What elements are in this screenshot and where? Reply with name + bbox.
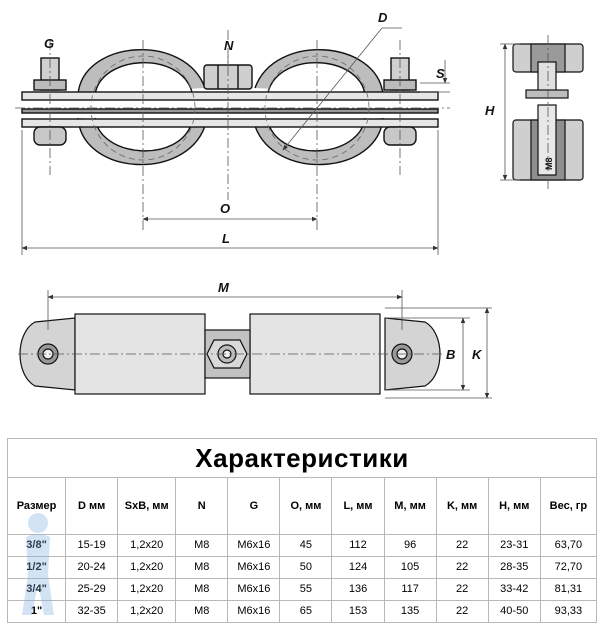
header-k: K, мм	[435, 477, 489, 535]
table-cell: 93,33	[539, 600, 598, 623]
label-d: D	[378, 10, 388, 25]
table-cell: 55	[279, 578, 333, 601]
header-l: L, мм	[331, 477, 385, 535]
side-view-dimensions	[500, 43, 520, 181]
table-cell: 1,2x20	[117, 534, 177, 557]
label-m: M	[218, 280, 230, 295]
table-cell: M6x16	[227, 556, 281, 579]
front-view	[21, 48, 439, 166]
table-header-row: Размер D мм SxB, мм N G O, мм L, мм M, м…	[6, 477, 598, 535]
table-cell: M6x16	[227, 534, 281, 557]
table-cell: 63,70	[539, 534, 598, 557]
label-thread-mark: M8	[544, 157, 554, 170]
table-cell: 153	[331, 600, 385, 623]
header-weight: Вес, гр	[539, 477, 598, 535]
table-cell: 23-31	[487, 534, 541, 557]
header-size: Размер	[6, 477, 67, 535]
header-sxb: SxB, мм	[117, 477, 177, 535]
label-g: G	[44, 36, 54, 51]
header-g: G	[227, 477, 281, 535]
header-o: O, мм	[279, 477, 333, 535]
table-cell: 96	[383, 534, 437, 557]
table-cell: 22	[435, 556, 489, 579]
table-title: Характеристики	[7, 438, 597, 478]
table-cell: 1,2x20	[117, 600, 177, 623]
table-cell: 1"	[6, 600, 67, 623]
table-row: 3/4" 25-29 1,2x20 M8 M6x16 55 136 117 22…	[6, 578, 598, 601]
front-view-dimensions	[15, 27, 450, 255]
table-cell: 72,70	[539, 556, 598, 579]
header-d: D мм	[65, 477, 119, 535]
table-cell: 117	[383, 578, 437, 601]
table-cell: 105	[383, 556, 437, 579]
table-cell: M8	[175, 534, 229, 557]
specifications-table: Характеристики Размер D мм SxB, мм N G O…	[6, 438, 598, 623]
table-cell: 22	[435, 578, 489, 601]
watermark-logo	[22, 513, 54, 615]
header-m: M, мм	[383, 477, 437, 535]
table-cell: 124	[331, 556, 385, 579]
table-cell: 22	[435, 600, 489, 623]
header-n: N	[175, 477, 229, 535]
table-cell: 1/2"	[6, 556, 67, 579]
table-cell: 28-35	[487, 556, 541, 579]
side-view	[512, 35, 584, 190]
table-cell: 65	[279, 600, 333, 623]
label-l: L	[222, 231, 230, 246]
table-row: 1" 32-35 1,2x20 M8 M6x16 65 153 135 22 4…	[6, 600, 598, 623]
table-cell: 1,2x20	[117, 556, 177, 579]
technical-drawing: G N D S O L H M8	[15, 10, 584, 399]
table-cell: M8	[175, 600, 229, 623]
table-cell: 45	[279, 534, 333, 557]
table-cell: 22	[435, 534, 489, 557]
table-cell: 32-35	[65, 600, 119, 623]
label-b: B	[446, 347, 455, 362]
table-cell: M8	[175, 578, 229, 601]
table-cell: M6x16	[227, 600, 281, 623]
table-cell: 25-29	[65, 578, 119, 601]
label-n: N	[224, 38, 234, 53]
top-view-dimensions	[18, 290, 492, 399]
label-s: S	[436, 66, 445, 81]
table-cell: 50	[279, 556, 333, 579]
table-cell: 112	[331, 534, 385, 557]
table-cell: 40-50	[487, 600, 541, 623]
label-k: K	[472, 347, 483, 362]
table-cell: M8	[175, 556, 229, 579]
table-cell: 136	[331, 578, 385, 601]
table-cell: 15-19	[65, 534, 119, 557]
label-h: H	[485, 103, 495, 118]
table-cell: M6x16	[227, 578, 281, 601]
label-o: O	[220, 201, 230, 216]
table-row: 3/8" 15-19 1,2x20 M8 M6x16 45 112 96 22 …	[6, 534, 598, 557]
table-row: 1/2" 20-24 1,2x20 M8 M6x16 50 124 105 22…	[6, 556, 598, 579]
table-cell: 33-42	[487, 578, 541, 601]
table-cell: 1,2x20	[117, 578, 177, 601]
table-cell: 20-24	[65, 556, 119, 579]
table-cell: 135	[383, 600, 437, 623]
header-h: H, мм	[487, 477, 541, 535]
table-cell: 81,31	[539, 578, 598, 601]
